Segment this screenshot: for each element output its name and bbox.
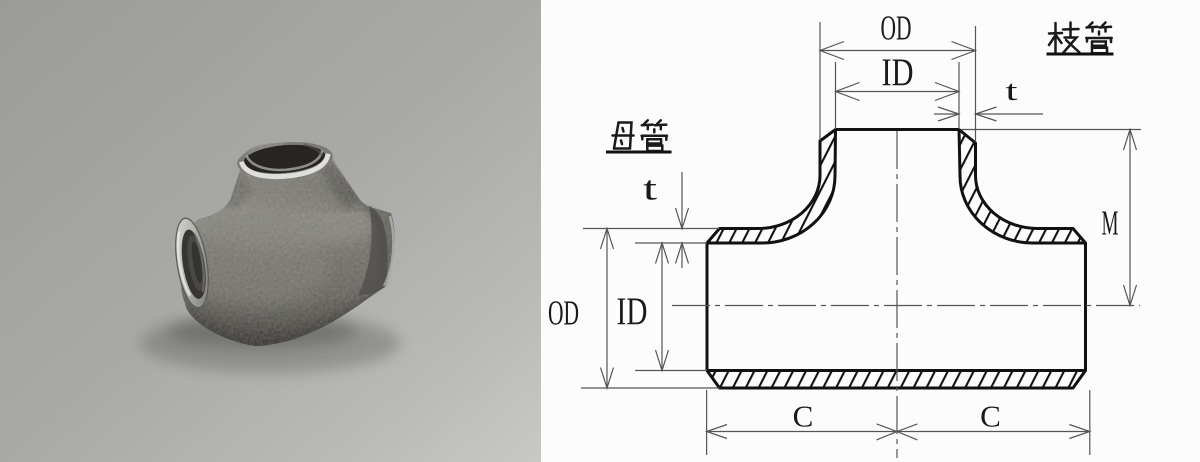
svg-text:OD: OD <box>548 294 579 333</box>
svg-text:M: M <box>1102 204 1119 243</box>
svg-text:t: t <box>643 171 658 208</box>
svg-text:ID: ID <box>882 51 914 94</box>
svg-text:OD: OD <box>881 9 912 48</box>
svg-text:t: t <box>1006 76 1018 107</box>
svg-text:ID: ID <box>617 290 648 333</box>
svg-text:C: C <box>793 399 814 434</box>
svg-text:C: C <box>980 399 1001 434</box>
